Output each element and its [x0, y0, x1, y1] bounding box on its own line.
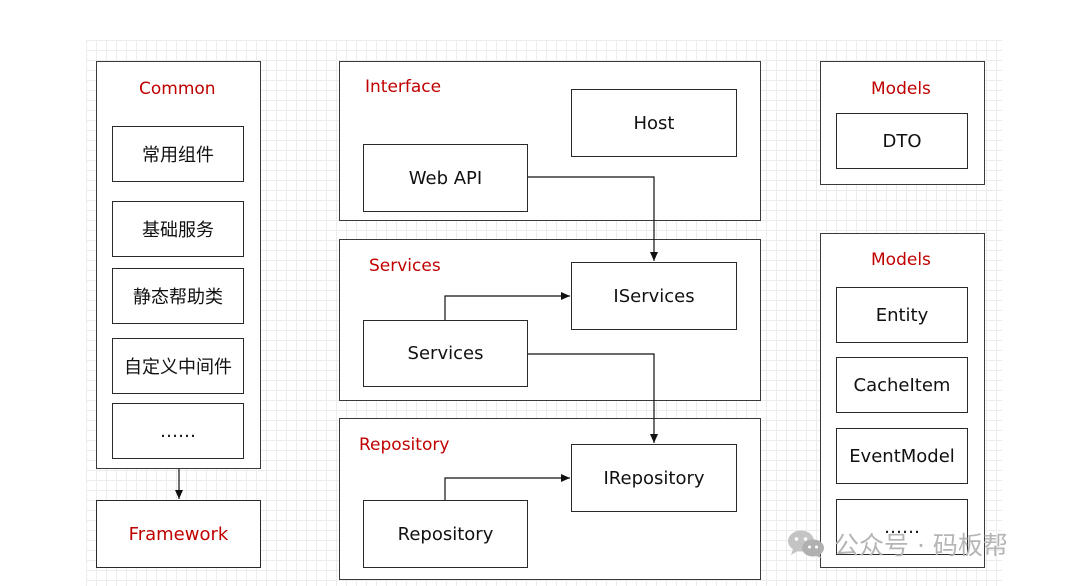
common-item-base-services: 基础服务 — [112, 201, 244, 257]
watermark-text: 公众号 · 码板帮 — [834, 531, 1008, 560]
framework-box: Framework — [96, 500, 261, 568]
services-title: Services — [369, 256, 441, 276]
interface-title: Interface — [365, 77, 442, 97]
common-item-static-helpers: 静态帮助类 — [112, 268, 244, 324]
iservices-box: IServices — [571, 262, 737, 330]
wechat-icon — [788, 530, 824, 559]
webapi-box: Web API — [363, 144, 528, 212]
cacheitem-box: CacheItem — [836, 357, 968, 413]
irepository-box: IRepository — [571, 444, 737, 512]
models-entity-title: Models — [871, 250, 931, 270]
host-box: Host — [571, 89, 737, 157]
services-box: Services — [363, 320, 528, 387]
eventmodel-box: EventModel — [836, 428, 968, 484]
models-more-box: …… — [836, 499, 968, 555]
common-item-components: 常用组件 — [112, 126, 244, 182]
common-item-more: …… — [112, 403, 244, 459]
watermark: 公众号 · 码板帮 — [786, 526, 1008, 562]
repository-box: Repository — [363, 500, 528, 568]
common-item-custom-middleware: 自定义中间件 — [112, 338, 244, 394]
common-title: Common — [139, 79, 216, 99]
repository-title: Repository — [359, 435, 450, 455]
dto-box: DTO — [836, 113, 968, 169]
entity-box: Entity — [836, 287, 968, 343]
models-dto-title: Models — [871, 79, 931, 99]
